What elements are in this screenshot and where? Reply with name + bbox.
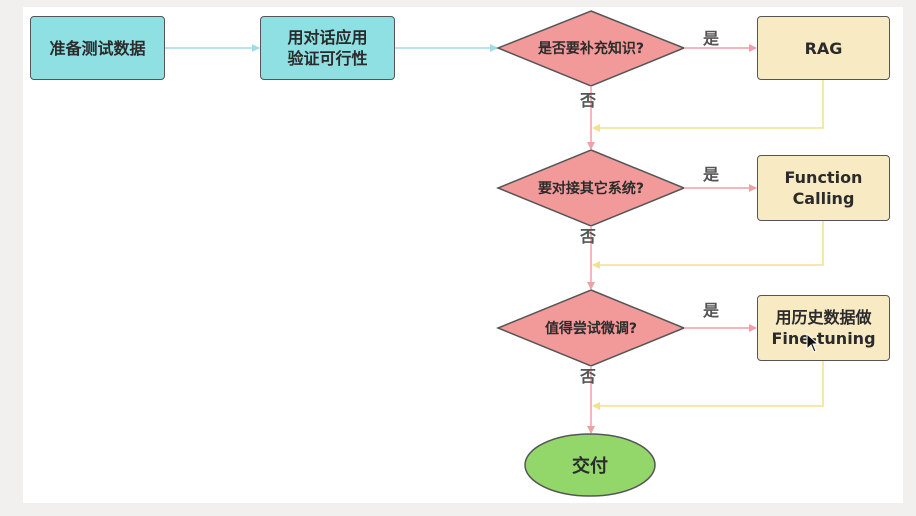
- deliver-oval: [524, 433, 656, 497]
- return-arrow-function-calling: [592, 221, 824, 269]
- return-arrow-finetune: [592, 361, 824, 410]
- yes-label-1: 是: [703, 29, 720, 48]
- decision-finetune-label: 值得尝试微调?: [544, 321, 638, 337]
- decision-knowledge-label: 是否要补充知识?: [537, 41, 645, 57]
- prepare-test-data-box: 准备测试数据: [30, 16, 165, 80]
- mouse-cursor-icon: [806, 333, 820, 353]
- yes-label-3: 是: [703, 301, 720, 320]
- no-label-1: 否: [580, 91, 597, 110]
- diagram-canvas: [23, 7, 903, 503]
- no-label-3: 否: [580, 367, 597, 386]
- function-calling-box: Function Calling: [757, 155, 890, 221]
- yes-label-2: 是: [703, 165, 720, 184]
- finetune-box: 用历史数据做 Fine-tuning: [757, 295, 890, 361]
- no-label-2: 否: [580, 227, 597, 246]
- chat-app-verify-box: 用对话应用 验证可行性: [260, 16, 395, 80]
- rag-box: RAG: [757, 16, 890, 80]
- return-arrow-rag: [592, 80, 824, 132]
- decision-integrate-label: 要对接其它系统?: [537, 181, 645, 197]
- deliver-label: 交付: [572, 456, 608, 477]
